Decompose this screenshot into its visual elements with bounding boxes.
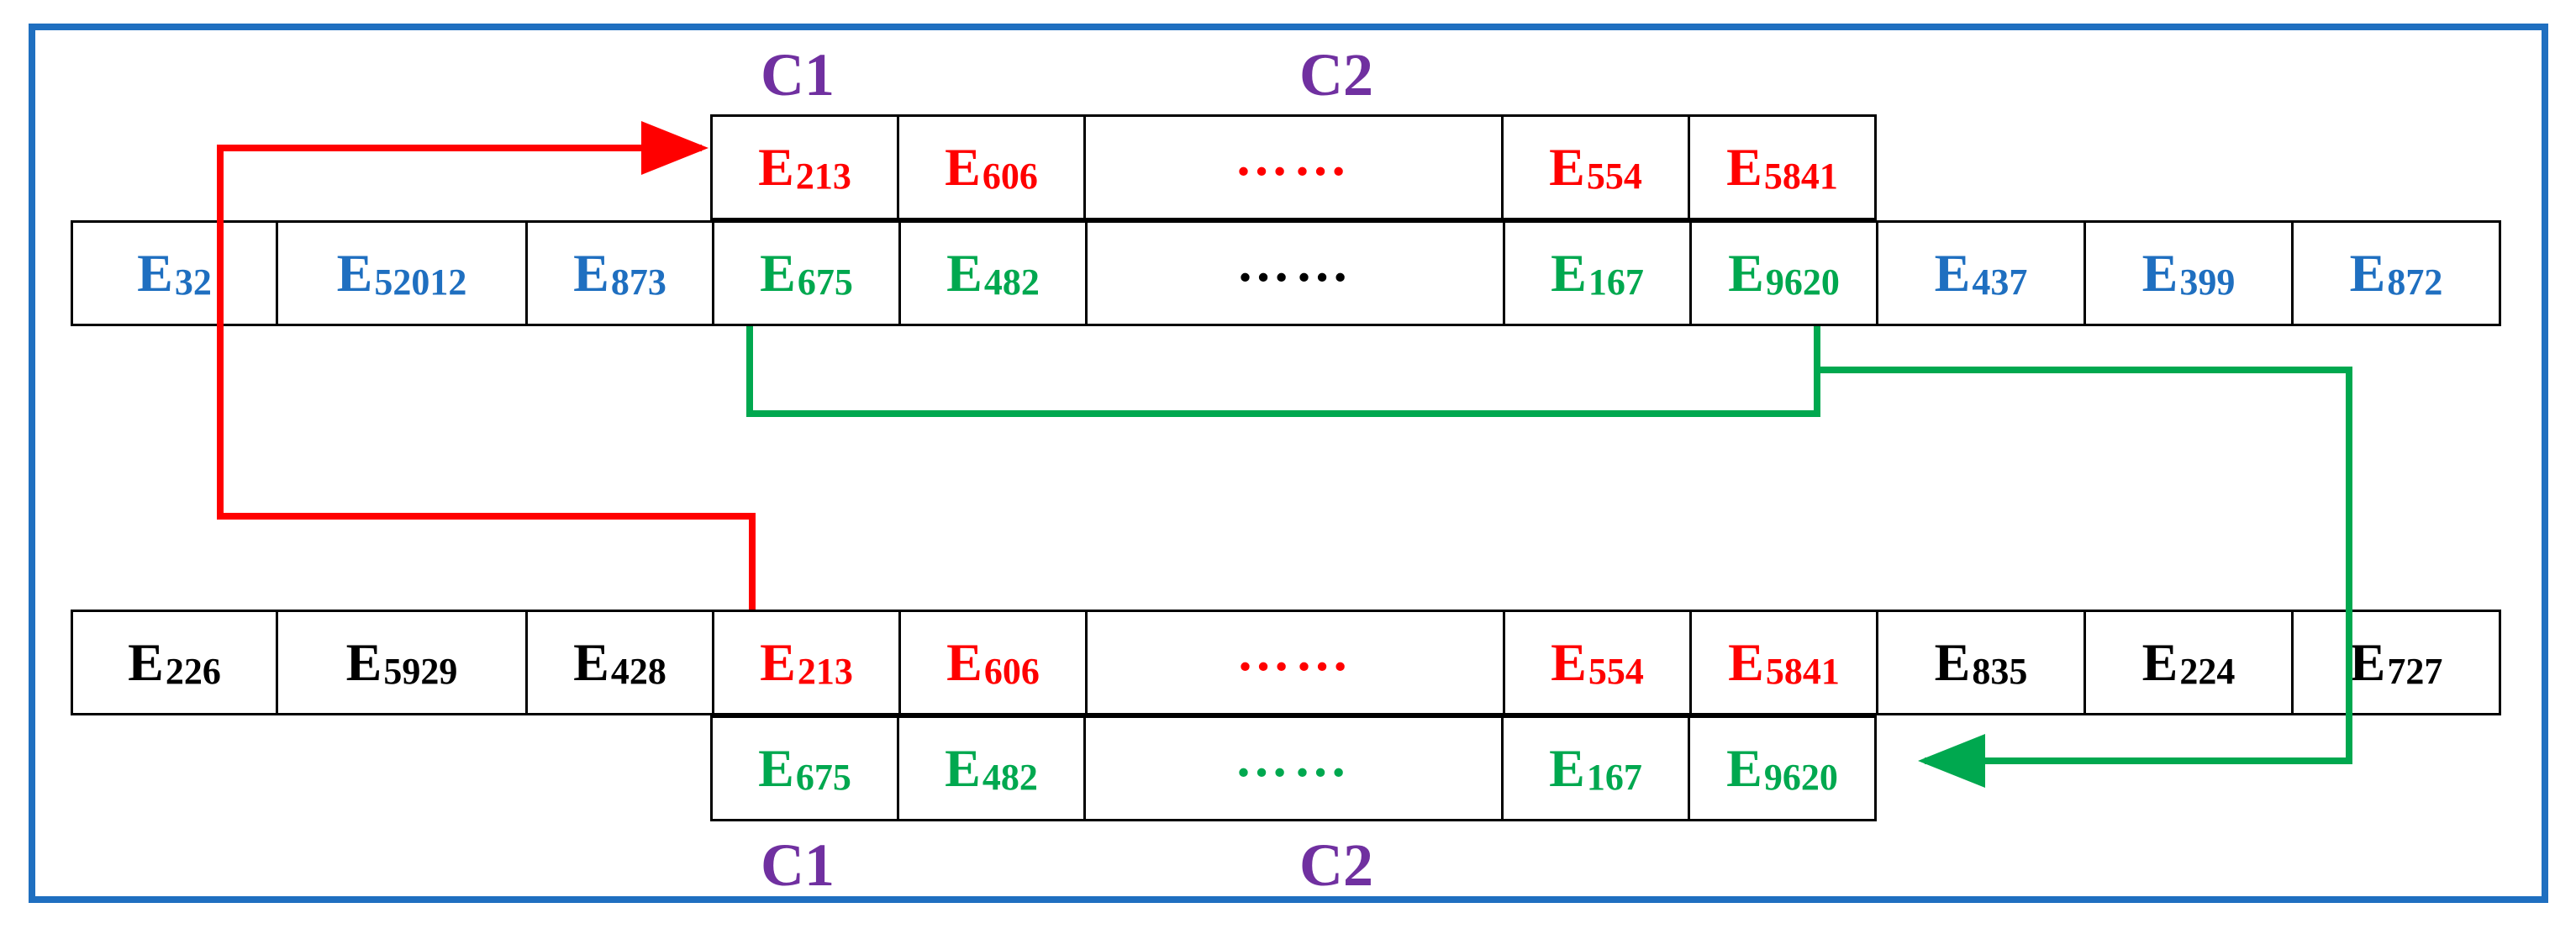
gene-index: 5841 xyxy=(1765,650,1840,692)
gene-letter: E xyxy=(2349,632,2386,692)
ellipsis-text: …… xyxy=(1236,233,1354,293)
gene-letter: E xyxy=(137,243,173,303)
gene-letter: E xyxy=(2141,632,2178,692)
gene-letter: E xyxy=(1728,632,1764,692)
gene-letter: E xyxy=(758,738,794,798)
gene-index: 482 xyxy=(982,756,1038,798)
gene-index: 9620 xyxy=(1763,756,1838,798)
gene-index: 835 xyxy=(1972,650,2028,692)
gene-letter: E xyxy=(1549,738,1585,798)
gene-letter: E xyxy=(1726,738,1762,798)
gene-letter: E xyxy=(760,243,796,303)
gene-index: 482 xyxy=(983,261,1040,303)
gene-letter: E xyxy=(945,738,981,798)
gene-index: 606 xyxy=(982,155,1038,197)
gene-index: 554 xyxy=(1588,650,1644,692)
gene-letter: E xyxy=(345,632,382,692)
gene-index: 872 xyxy=(2387,261,2443,303)
green-bracket-line xyxy=(746,326,1820,417)
gene-index: 9620 xyxy=(1765,261,1840,303)
gene-index: 32 xyxy=(174,261,212,303)
ellipsis-cell: …… xyxy=(1083,114,1504,220)
gene-index: 437 xyxy=(1972,261,2028,303)
gene-index: 399 xyxy=(2179,261,2236,303)
red-transfer-arrow xyxy=(217,121,756,610)
gene-letter: E xyxy=(2349,243,2386,303)
diagram-frame xyxy=(29,24,2548,903)
label-c2-top: C2 xyxy=(1299,41,1373,108)
gene-letter: E xyxy=(336,243,373,303)
gene-letter: E xyxy=(1726,137,1762,197)
gene-letter: E xyxy=(1728,243,1764,303)
gene-index: 167 xyxy=(1588,261,1644,303)
gene-index: 428 xyxy=(610,650,666,692)
gene-index: 727 xyxy=(2387,650,2443,692)
ellipsis-cell: …… xyxy=(1085,610,1505,715)
ellipsis-text: …… xyxy=(1235,127,1352,187)
gene-letter: E xyxy=(573,632,609,692)
gene-index: 873 xyxy=(610,261,666,303)
ellipsis-text: …… xyxy=(1235,728,1352,788)
gene-letter: E xyxy=(1551,632,1587,692)
gene-letter: E xyxy=(2141,243,2178,303)
gene-index: 5841 xyxy=(1763,155,1838,197)
gene-index: 675 xyxy=(797,261,853,303)
gene-letter: E xyxy=(758,137,794,197)
gene-letter: E xyxy=(573,243,609,303)
green-transfer-arrow xyxy=(1817,367,2352,788)
gene-letter: E xyxy=(128,632,164,692)
gene-index: 213 xyxy=(795,155,851,197)
gene-letter: E xyxy=(945,137,981,197)
gene-letter: E xyxy=(946,243,982,303)
gene-letter: E xyxy=(1934,632,1971,692)
gene-index: 675 xyxy=(795,756,851,798)
ellipsis-cell: …… xyxy=(1083,715,1504,821)
gene-index: 5929 xyxy=(383,650,458,692)
label-c1-top: C1 xyxy=(761,41,835,108)
gene-index: 606 xyxy=(983,650,1040,692)
ellipsis-text: …… xyxy=(1236,622,1354,682)
gene-letter: E xyxy=(1549,137,1585,197)
label-c1-bottom: C1 xyxy=(761,831,835,899)
gene-index: 213 xyxy=(797,650,853,692)
gene-index: 226 xyxy=(165,650,221,692)
ellipsis-cell: …… xyxy=(1085,220,1505,326)
gene-letter: E xyxy=(1934,243,1971,303)
gene-letter: E xyxy=(760,632,796,692)
gene-index: 224 xyxy=(2179,650,2236,692)
gene-letter: E xyxy=(1551,243,1587,303)
gene-letter: E xyxy=(946,632,982,692)
label-c2-bottom: C2 xyxy=(1299,831,1373,899)
gene-index: 554 xyxy=(1586,155,1642,197)
gene-index: 52012 xyxy=(374,261,467,303)
gene-index: 167 xyxy=(1586,756,1642,798)
